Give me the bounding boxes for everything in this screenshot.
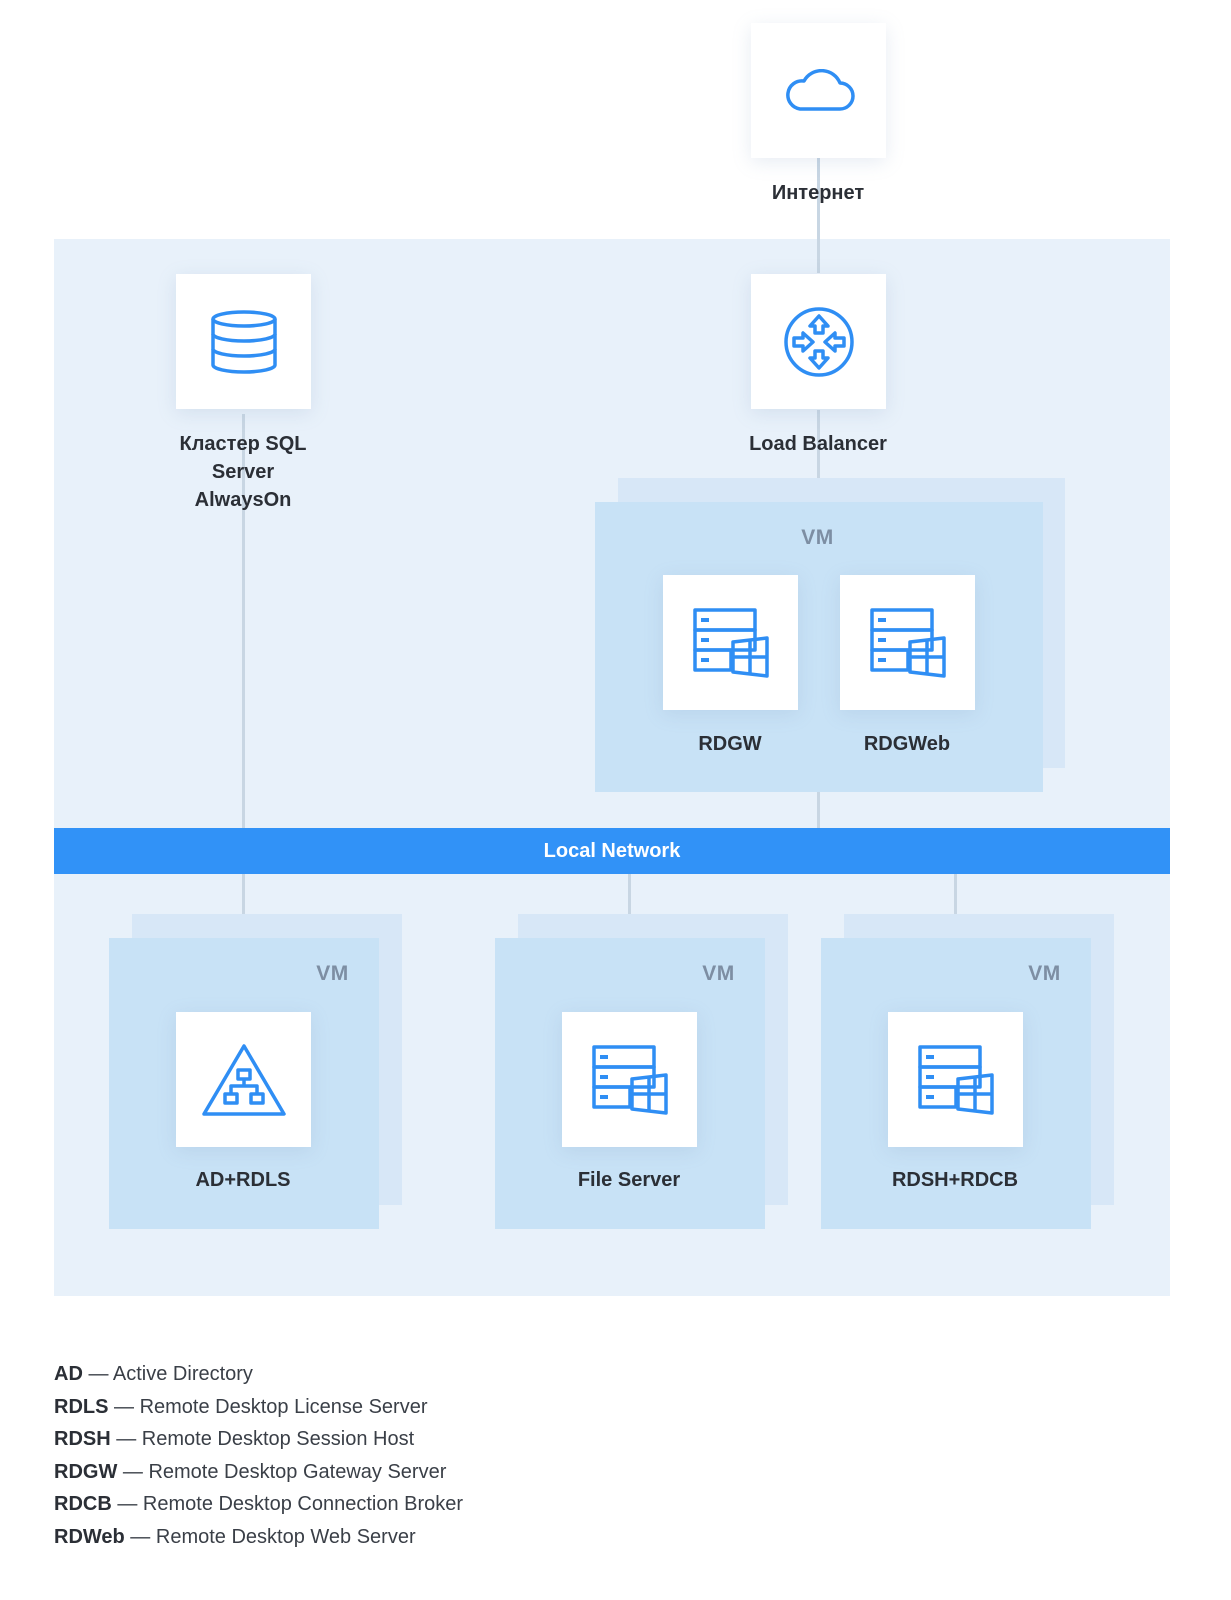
- glossary-definition: Remote Desktop Web Server: [155, 1525, 416, 1548]
- load-balancer-label: Load Balancer: [749, 433, 887, 455]
- glossary-item: RDCB — Remote Desktop Connection Broker: [54, 1493, 464, 1516]
- sql-cluster-label: Кластер SQL Server AlwaysOn: [143, 430, 343, 514]
- rdsh-rdcb-node: [888, 1012, 1023, 1147]
- glossary: AD — Active Directory RDLS — Remote Desk…: [54, 1358, 463, 1554]
- ad-rdls-label: AD+RDLS: [195, 1169, 291, 1191]
- ad-rdls-node: [176, 1012, 311, 1147]
- rdsh-vm-label: VM: [1028, 962, 1061, 985]
- fileserver-vm-label: VM: [702, 962, 735, 985]
- rdgw-label: RDGW: [698, 733, 762, 755]
- load-balancer-node: [751, 274, 886, 409]
- glossary-term: AD: [54, 1363, 83, 1385]
- glossary-item: RDWeb — Remote Desktop Web Server: [54, 1525, 416, 1548]
- glossary-term: RDLS: [54, 1395, 109, 1418]
- database-icon: [210, 308, 278, 376]
- glossary-item: RDSH — Remote Desktop Session Host: [54, 1428, 415, 1451]
- sql-cluster-label-line-3: AlwaysOn: [194, 489, 292, 511]
- glossary-definition: Remote Desktop Session Host: [141, 1428, 415, 1451]
- glossary-term: RDSH: [54, 1428, 111, 1451]
- windows-server-icon: [591, 1044, 668, 1115]
- internet-node: [751, 23, 886, 158]
- local-network-bar: Local Network: [54, 828, 1170, 874]
- sql-cluster-label-line-1: Кластер SQL: [179, 433, 307, 455]
- rdgweb-node: [840, 575, 975, 710]
- windows-server-icon: [869, 607, 946, 678]
- connector-sql-network: [242, 414, 245, 828]
- glossary-definition: Active Directory: [112, 1363, 253, 1385]
- windows-server-icon: [917, 1044, 994, 1115]
- internet-label: Интернет: [771, 182, 865, 204]
- connector-lb-vm: [817, 410, 820, 502]
- sql-cluster-node: [176, 274, 311, 409]
- ad-vm-label: VM: [316, 962, 349, 985]
- glossary-definition: Remote Desktop License Server: [139, 1395, 428, 1418]
- glossary-term: RDWeb: [54, 1525, 125, 1548]
- connector-internet-lb: [817, 158, 820, 273]
- file-server-label: File Server: [577, 1169, 681, 1191]
- rdgw-node: [663, 575, 798, 710]
- glossary-term: RDGW: [54, 1460, 118, 1483]
- glossary-item: AD — Active Directory: [54, 1363, 253, 1385]
- sql-cluster-label-line-2: Server: [211, 461, 275, 483]
- file-server-node: [562, 1012, 697, 1147]
- glossary-definition: Remote Desktop Connection Broker: [142, 1493, 464, 1516]
- glossary-item: RDGW — Remote Desktop Gateway Server: [54, 1460, 447, 1483]
- connector-vm-network: [817, 791, 820, 828]
- rdsh-rdcb-label: RDSH+RDCB: [891, 1169, 1019, 1191]
- connector-network-fileserver: [628, 874, 631, 938]
- active-directory-icon: [201, 1042, 287, 1118]
- glossary-item: RDLS — Remote Desktop License Server: [54, 1395, 428, 1418]
- glossary-definition: Remote Desktop Gateway Server: [148, 1460, 447, 1483]
- rdgweb-label: RDGWeb: [863, 733, 951, 755]
- connector-network-ad: [242, 874, 245, 938]
- glossary-term: RDCB: [54, 1493, 112, 1516]
- top-vm-label: VM: [801, 526, 834, 549]
- router-icon: [783, 306, 855, 378]
- windows-server-icon: [692, 607, 769, 678]
- cloud-icon: [782, 68, 856, 113]
- local-network-label: Local Network: [543, 839, 681, 862]
- connector-network-rdsh: [954, 874, 957, 938]
